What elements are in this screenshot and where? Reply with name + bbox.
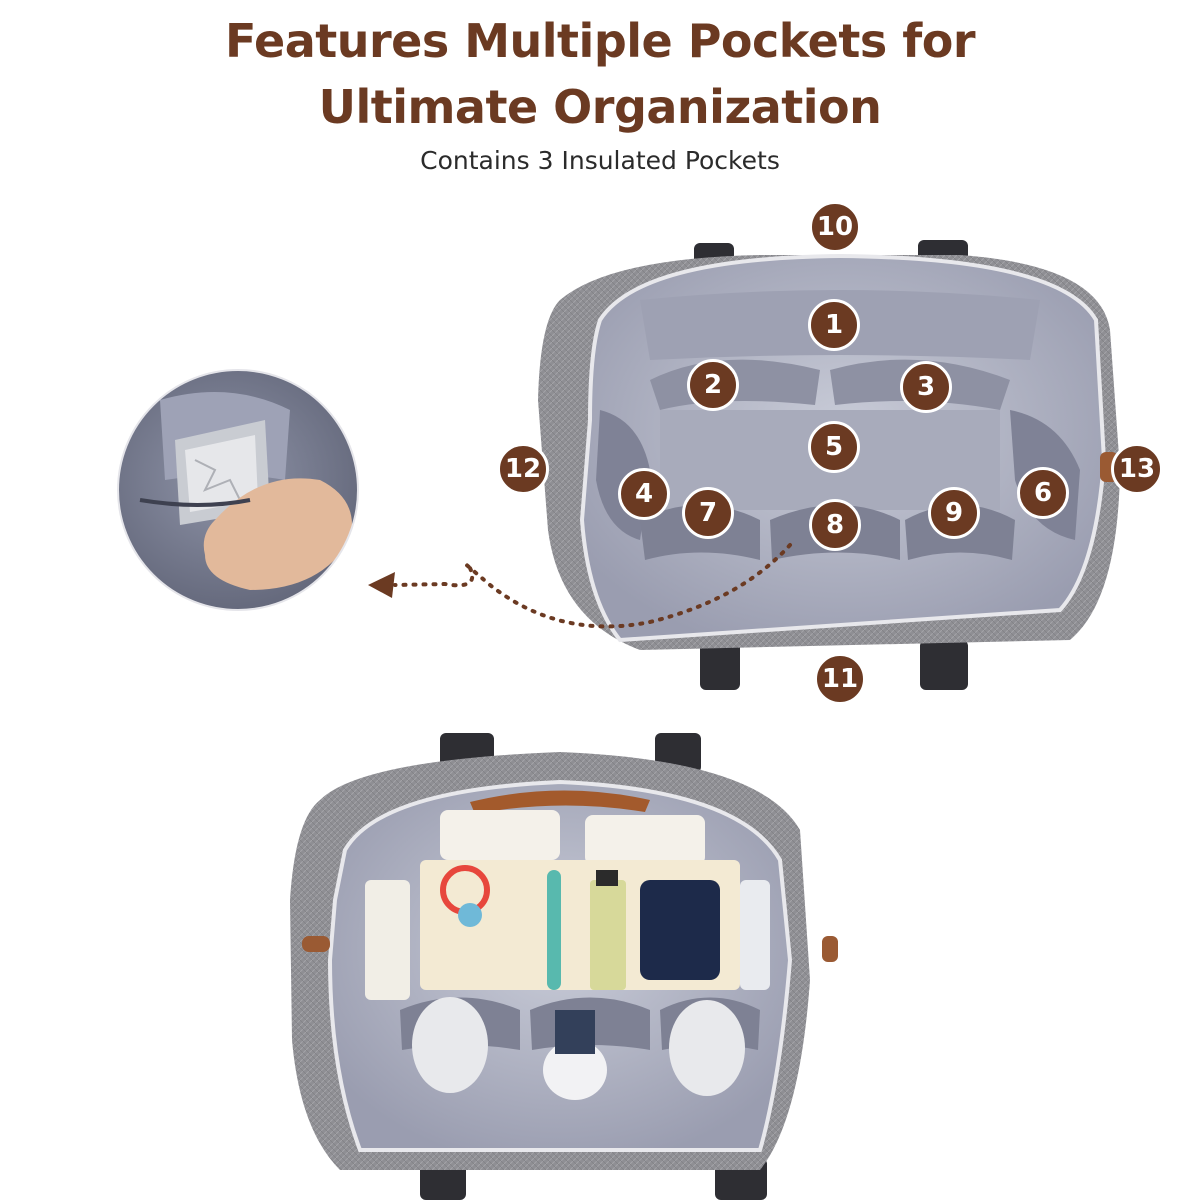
pointer-arrow <box>368 543 792 629</box>
bottom-bag-packed-view <box>290 733 838 1200</box>
badge-1: 1 <box>808 299 860 351</box>
badge-7: 7 <box>682 487 734 539</box>
badge-6: 6 <box>1017 467 1069 519</box>
page-subtitle: Contains 3 Insulated Pockets <box>420 146 780 175</box>
page-title: Features Multiple Pockets for Ultimate O… <box>0 8 1200 140</box>
badge-9: 9 <box>928 487 980 539</box>
badge-4: 4 <box>618 468 670 520</box>
badge-8: 8 <box>809 499 861 551</box>
badge-3: 3 <box>900 361 952 413</box>
title-line-2: Ultimate Organization <box>318 80 882 134</box>
badge-12: 12 <box>497 443 549 495</box>
badge-2: 2 <box>687 359 739 411</box>
title-line-1: Features Multiple Pockets for <box>224 14 976 68</box>
top-bag-open-view <box>498 240 1120 690</box>
badge-13: 13 <box>1111 443 1163 495</box>
badge-10: 10 <box>809 201 861 253</box>
badge-11: 11 <box>814 653 866 705</box>
insulated-pocket-closeup <box>116 368 360 612</box>
badge-5: 5 <box>808 421 860 473</box>
